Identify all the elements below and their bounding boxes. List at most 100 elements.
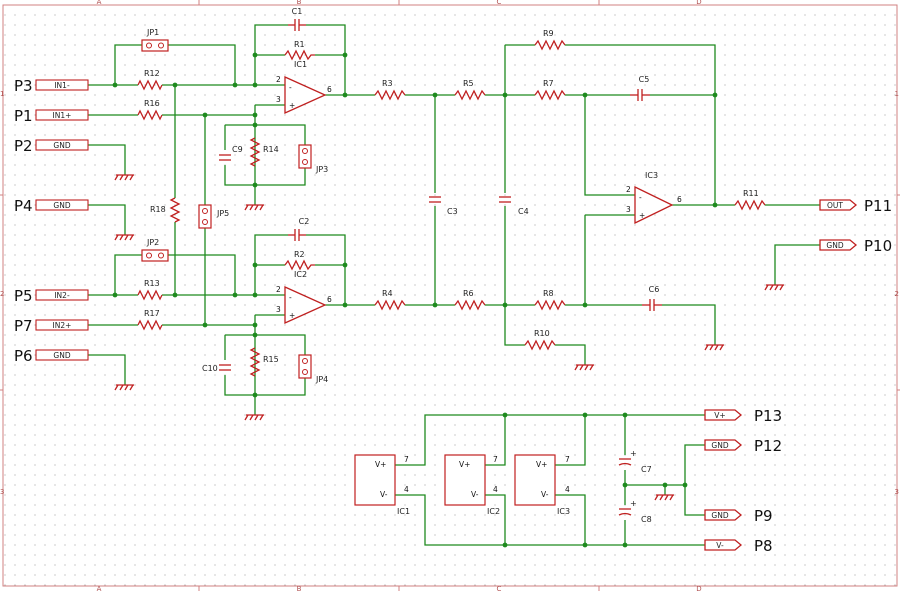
r4-label: R4 (382, 289, 393, 298)
resistor-r3: R3 (374, 79, 406, 101)
net-label-p5: P5 (14, 287, 33, 305)
port-vpos-label: V+ (714, 411, 725, 420)
ic2-pin-7: 7 (493, 455, 498, 464)
zone-label-c-bottom: C (497, 585, 502, 591)
r16-label: R16 (144, 99, 160, 108)
resistor-r7: R7 (534, 79, 566, 101)
port-gnd-p9-label: GND (711, 511, 728, 520)
port-in2-neg: IN2- (35, 289, 89, 301)
ground-icon-p6 (114, 384, 134, 391)
zone-label-c-top: C (497, 0, 502, 6)
r17-label: R17 (144, 309, 160, 318)
port-gnd-p10: GND (819, 239, 858, 251)
ic1-pin-7: 7 (404, 455, 409, 464)
port-out-label: OUT (827, 201, 843, 210)
resistor-r9: R9 (534, 29, 566, 51)
r3-label: R3 (382, 79, 393, 88)
supply-block-ic1: V+ V- 7 4 IC1 (354, 454, 410, 516)
zone-label-b-bottom: B (297, 585, 302, 591)
supply-ic2-label: IC2 (487, 507, 500, 516)
ground-icon-r10 (574, 364, 594, 371)
port-gnd-p10-label: GND (826, 241, 843, 250)
ic2-pin-3: 3 (276, 305, 281, 314)
r11-label: R11 (743, 189, 759, 198)
port-in2-pos-label: IN2+ (53, 321, 72, 330)
r14-label: R14 (263, 145, 279, 154)
ic1-label: IC1 (294, 60, 307, 69)
c8-label: C8 (641, 515, 652, 524)
r18-label: R18 (150, 205, 166, 214)
ground-icon-p4 (114, 234, 134, 241)
r5-label: R5 (463, 79, 474, 88)
capacitor-c4: C4 (499, 196, 529, 216)
net-label-p2: P2 (14, 137, 33, 155)
c10-label: C10 (202, 364, 218, 373)
ground-icon-p2 (114, 174, 134, 181)
resistor-r10: R10 (524, 329, 556, 351)
wires (88, 24, 820, 546)
resistor-r6: R6 (454, 289, 486, 311)
c3-label: C3 (447, 207, 458, 216)
c9-label: C9 (232, 145, 243, 154)
jp4-label: JP4 (315, 375, 328, 384)
port-in2-neg-label: IN2- (54, 291, 70, 300)
ic3-pin-7: 7 (565, 455, 570, 464)
port-gnd-p12-label: GND (711, 441, 728, 450)
ic3-pin-6: 6 (677, 195, 682, 204)
ic1-pin-4: 4 (404, 485, 409, 494)
port-gnd-p4: GND (35, 199, 89, 211)
jumper-jp5: JP5 (198, 204, 229, 229)
net-label-p4: P4 (14, 197, 33, 215)
zone-label-d-top: D (696, 0, 701, 6)
jumper-jp3: JP3 (298, 144, 328, 174)
r1-label: R1 (294, 40, 305, 49)
c2-label: C2 (299, 217, 310, 226)
resistor-r4: R4 (374, 289, 406, 311)
jp3-label: JP3 (315, 165, 328, 174)
ic3-plus: + (639, 211, 645, 220)
resistor-r14: R14 (249, 137, 279, 167)
ic3-pin-4: 4 (565, 485, 570, 494)
port-in2-pos: IN2+ (35, 319, 89, 331)
zone-label-2-left: 2 (0, 290, 4, 298)
ic1-plus: + (289, 101, 295, 110)
ic2-minus: - (289, 293, 292, 302)
opamp-ic2: - + 2 3 6 IC2 (276, 270, 332, 325)
supply-block-ic3: V+ V- 7 4 IC3 (514, 454, 570, 516)
c6-label: C6 (649, 285, 660, 294)
ic1-vneg-label: V- (380, 490, 388, 499)
ic3-label: IC3 (645, 171, 658, 180)
capacitor-c2: C2 (288, 217, 309, 241)
ic2-vneg-label: V- (471, 490, 479, 499)
zone-label-3-right: 3 (895, 488, 899, 496)
net-label-p12: P12 (754, 437, 782, 455)
ic2-plus: + (289, 311, 295, 320)
zone-label-d-bottom: D (696, 585, 701, 591)
port-in1-neg: IN1- (35, 79, 89, 91)
jumper-jp4: JP4 (298, 354, 328, 384)
zone-label-3-left: 3 (0, 488, 4, 496)
c5-label: C5 (639, 75, 650, 84)
port-vneg: V- (704, 539, 743, 551)
port-gnd-p9: GND (704, 509, 743, 521)
resistor-r1: R1 (284, 40, 315, 61)
port-out: OUT (819, 199, 858, 211)
ic1-minus: - (289, 83, 292, 92)
jumper-jp2: JP2 (141, 238, 169, 262)
r6-label: R6 (463, 289, 474, 298)
ic2-pin-6: 6 (327, 295, 332, 304)
resistor-r12: R12 (137, 69, 163, 91)
capacitor-c5: C5 (630, 75, 650, 101)
ic1-pin-3: 3 (276, 95, 281, 104)
supply-block-ic2: V+ V- 7 4 IC2 (444, 454, 500, 516)
c7-label: C7 (641, 465, 652, 474)
net-label-p11: P11 (864, 197, 892, 215)
junctions (112, 52, 718, 548)
ic2-pin-2: 2 (276, 285, 281, 294)
net-label-p1: P1 (14, 107, 33, 125)
r8-label: R8 (543, 289, 554, 298)
ic1-pin-2: 2 (276, 75, 281, 84)
resistor-r11: R11 (734, 189, 766, 211)
port-in1-pos-label: IN1+ (53, 111, 72, 120)
